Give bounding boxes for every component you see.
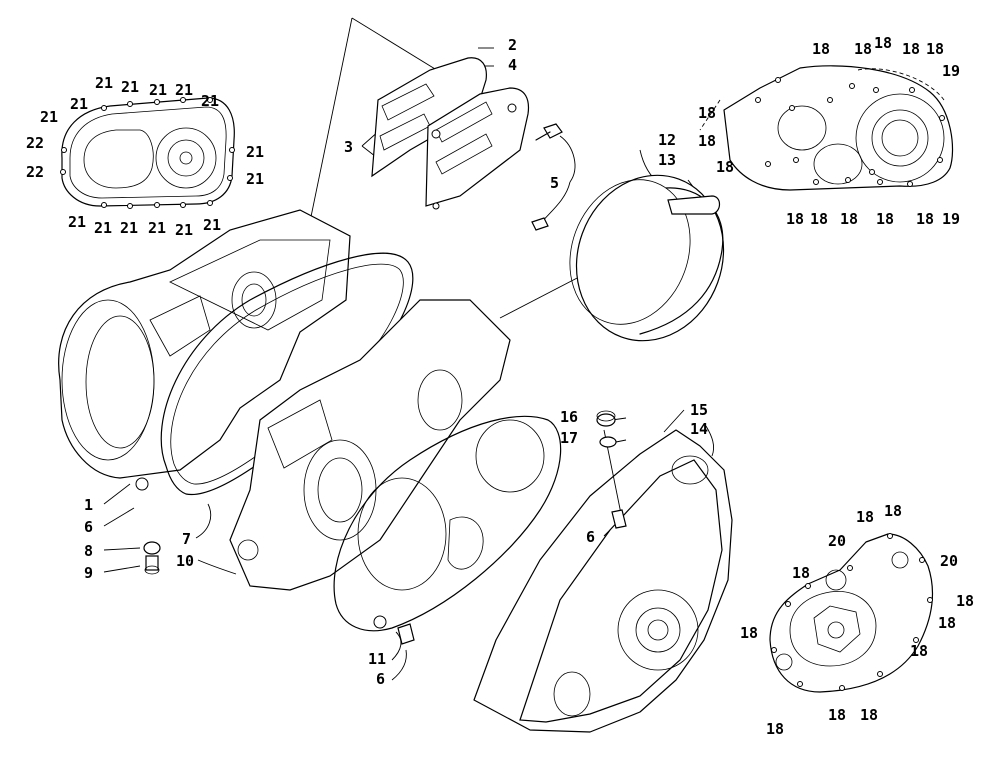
left-crankcase	[58, 209, 351, 491]
callout-10: 10	[176, 552, 194, 570]
callout-18: 18	[874, 34, 892, 52]
callout-18: 18	[884, 502, 902, 520]
callout-18: 18	[916, 210, 934, 228]
callout-18: 18	[792, 564, 810, 582]
callout-18: 18	[938, 614, 956, 632]
right-crankcase	[473, 429, 733, 733]
callout-16: 16	[560, 408, 578, 426]
callout-4: 4	[508, 56, 517, 74]
callout-18: 18	[854, 40, 872, 58]
small-parts	[143, 410, 617, 575]
callout-18: 18	[810, 210, 828, 228]
cover-screw-marks	[60, 97, 235, 209]
callout-22: 22	[26, 134, 44, 152]
callout-12: 12	[658, 131, 676, 149]
callout-21: 21	[201, 92, 219, 110]
callout-6: 6	[376, 670, 385, 688]
stator-cover	[699, 65, 954, 191]
callout-14: 14	[690, 420, 708, 438]
callout-21: 21	[94, 219, 112, 237]
callout-6: 6	[586, 528, 595, 546]
callout-18: 18	[740, 624, 758, 642]
callout-18: 18	[926, 40, 944, 58]
callout-18: 18	[910, 642, 928, 660]
callout-18: 18	[786, 210, 804, 228]
callout-17: 17	[560, 429, 578, 447]
callout-18: 18	[876, 210, 894, 228]
callout-21: 21	[175, 81, 193, 99]
callout-21: 21	[121, 78, 139, 96]
callout-18: 18	[856, 508, 874, 526]
callout-18: 18	[860, 706, 878, 724]
clutch-cover-disc	[569, 174, 725, 342]
callout-18: 18	[840, 210, 858, 228]
callout-18: 18	[828, 706, 846, 724]
callout-5: 5	[550, 174, 559, 192]
callout-13: 13	[658, 151, 676, 169]
callout-8: 8	[84, 542, 93, 560]
callout-9: 9	[84, 564, 93, 582]
stator-cover-bolts	[755, 77, 945, 187]
crankcase-gasket-center	[333, 415, 562, 645]
callout-2: 2	[508, 36, 517, 54]
crankcase-gasket-left	[160, 252, 414, 496]
callout-21: 21	[246, 143, 264, 161]
callout-21: 21	[246, 170, 264, 188]
callout-20: 20	[828, 532, 846, 550]
callout-21: 21	[120, 219, 138, 237]
reed-plate-assembly	[371, 57, 563, 231]
callout-11: 11	[368, 650, 386, 668]
callout-18: 18	[956, 592, 974, 610]
callout-18: 18	[766, 720, 784, 738]
outer-drive-cover	[61, 97, 235, 207]
callout-19: 19	[942, 210, 960, 228]
callout-6: 6	[84, 518, 93, 536]
callout-21: 21	[175, 221, 193, 239]
callout-1: 1	[84, 496, 93, 514]
callout-18: 18	[698, 104, 716, 122]
callout-18: 18	[812, 40, 830, 58]
callout-3: 3	[344, 138, 353, 156]
callout-21: 21	[70, 95, 88, 113]
callout-7: 7	[182, 530, 191, 548]
callout-labels: 21 21 21 21 21 21 21 22 22 21 21 21 21 2…	[26, 34, 974, 738]
callout-18: 18	[716, 158, 734, 176]
callout-18: 18	[698, 132, 716, 150]
callout-21: 21	[40, 108, 58, 126]
bottom-cover-bolts	[771, 533, 933, 691]
bottom-right-cover	[769, 533, 934, 693]
callout-22: 22	[26, 163, 44, 181]
callout-20: 20	[940, 552, 958, 570]
callout-21: 21	[203, 216, 221, 234]
callout-21: 21	[148, 219, 166, 237]
callout-21: 21	[149, 81, 167, 99]
callout-19: 19	[942, 62, 960, 80]
callout-15: 15	[690, 401, 708, 419]
callout-21: 21	[68, 213, 86, 231]
callout-21: 21	[95, 74, 113, 92]
callout-18: 18	[902, 40, 920, 58]
